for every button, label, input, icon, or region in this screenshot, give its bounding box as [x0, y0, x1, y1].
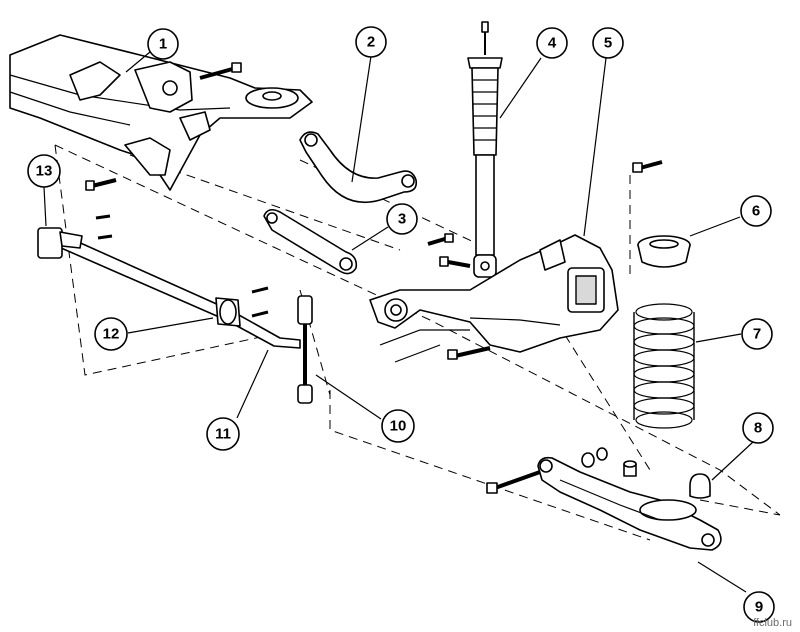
callout-label: 12 [103, 326, 120, 343]
lower-spring-arm [537, 456, 722, 551]
callout-12: 12 [94, 317, 128, 351]
callout-9: 9 [743, 591, 775, 623]
callout-8: 8 [742, 412, 774, 444]
subframe-bolt-icon [199, 62, 242, 80]
shock-bolt-icon [427, 233, 471, 268]
spring-insulator [637, 235, 691, 268]
watermark: ffclub.ru [753, 617, 792, 629]
callout-label: 13 [36, 163, 53, 180]
callout-1: 1 [147, 28, 179, 60]
lower-arm-bolt-icon [486, 447, 637, 494]
coil-spring [633, 303, 695, 429]
shock-absorber [467, 21, 503, 278]
callout-label: 6 [752, 203, 760, 220]
upper-arm [299, 131, 418, 204]
callout-label: 1 [159, 36, 167, 53]
callout-label: 2 [367, 34, 375, 51]
bracket-bolt-icon [85, 178, 269, 318]
callout-label: 4 [548, 35, 557, 52]
assembly-guide-lines [54, 144, 781, 541]
knuckle-bolt-icon [447, 346, 491, 360]
callout-label: 9 [755, 599, 763, 616]
bump-stop [689, 473, 711, 499]
callout-3: 3 [386, 203, 418, 235]
stabilizer-bracket [215, 297, 241, 327]
callout-11: 11 [206, 417, 240, 451]
rear-knuckle [369, 234, 619, 363]
callout-2: 2 [355, 26, 387, 58]
stabilizer-bar [37, 227, 301, 349]
callout-label: 3 [398, 211, 406, 228]
callout-5: 5 [592, 27, 624, 59]
lower-front-arm [263, 208, 358, 275]
callout-6: 6 [740, 195, 772, 227]
stabilizer-link [297, 295, 313, 404]
callout-label: 11 [215, 426, 231, 443]
callout-label: 10 [390, 418, 407, 435]
callout-4: 4 [536, 27, 568, 59]
callout-7: 7 [741, 318, 773, 350]
callout-10: 10 [381, 409, 415, 443]
callout-label: 8 [754, 420, 762, 437]
rear-subframe [9, 34, 313, 191]
spring-seat-bolt-icon [632, 160, 663, 173]
callout-label: 5 [604, 35, 612, 52]
callout-label: 7 [753, 326, 761, 343]
leader-lines [43, 51, 754, 593]
callout-13: 13 [27, 154, 61, 188]
